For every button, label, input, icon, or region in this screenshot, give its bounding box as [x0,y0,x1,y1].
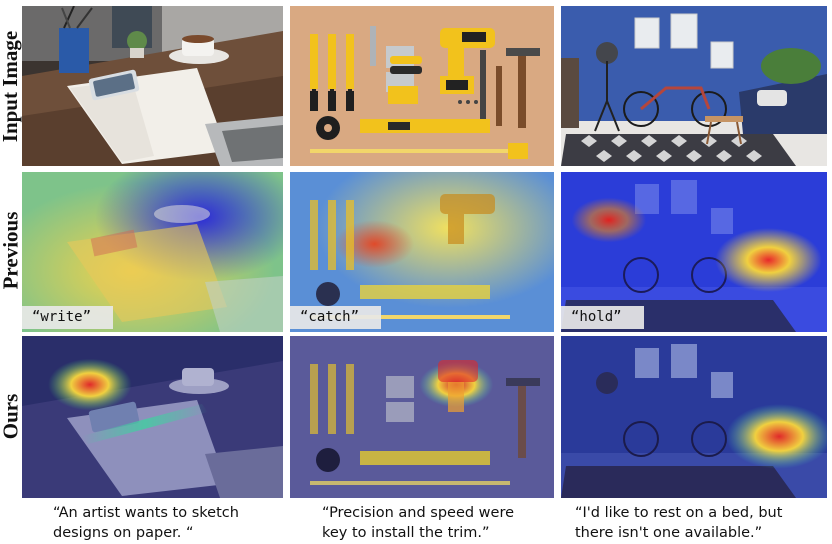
input-image-desk [22,6,283,166]
previous-heatmap-tools: “catch” [290,172,554,332]
ours-heatmap-living-room [561,336,827,498]
input-image-living-room [561,6,827,166]
ours-heatmap-desk [22,336,283,498]
row-label-ours: Ours [0,393,23,439]
row-label-previous: Previous [0,211,23,289]
ours-heatmap-tools [290,336,554,498]
caption-tools: “Precision and speed were key to install… [322,505,515,541]
caption-living-room: “I'd like to rest on a bed, but there is… [575,505,783,541]
previous-heatmap-living-room: “hold” [561,172,827,332]
prompt-chip-catch: “catch” [290,306,382,329]
prompt-chip-write: “write” [22,306,114,329]
previous-heatmap-desk: “write” [22,172,283,332]
caption-desk: “An artist wants to sketch designs on pa… [53,505,239,541]
row-label-input-image: Input Image [0,30,23,142]
input-image-tools [290,6,554,166]
prompt-chip-hold: “hold” [561,306,644,329]
